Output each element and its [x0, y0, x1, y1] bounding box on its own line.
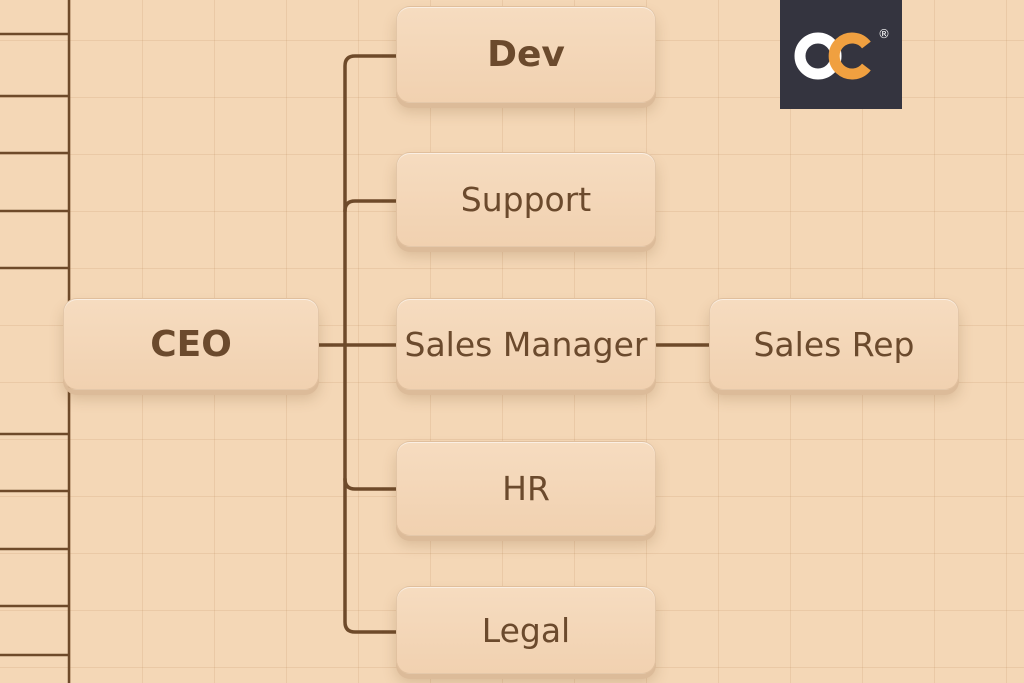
node-legal-label: Legal — [481, 610, 571, 650]
node-sales-rep[interactable]: Sales Rep — [709, 298, 959, 390]
node-legal[interactable]: Legal — [396, 586, 656, 674]
node-sales-manager[interactable]: Sales Manager — [396, 298, 656, 390]
node-support[interactable]: Support — [396, 152, 656, 247]
node-sales-rep-label: Sales Rep — [753, 324, 915, 364]
node-ceo[interactable]: CEO — [63, 298, 319, 390]
node-dev[interactable]: Dev — [396, 6, 656, 103]
node-hr[interactable]: HR — [396, 441, 656, 536]
node-support-label: Support — [460, 180, 592, 219]
oc-logo-mark — [794, 32, 871, 80]
registered-mark: ® — [878, 27, 890, 41]
node-ceo-label: CEO — [150, 323, 232, 365]
oc-logo: ® — [780, 0, 902, 109]
node-hr-label: HR — [502, 469, 550, 508]
connector-hr — [343, 477, 398, 491]
node-sales-manager-label: Sales Manager — [404, 324, 648, 364]
connector-support — [343, 199, 398, 213]
node-dev-label: Dev — [487, 34, 565, 75]
